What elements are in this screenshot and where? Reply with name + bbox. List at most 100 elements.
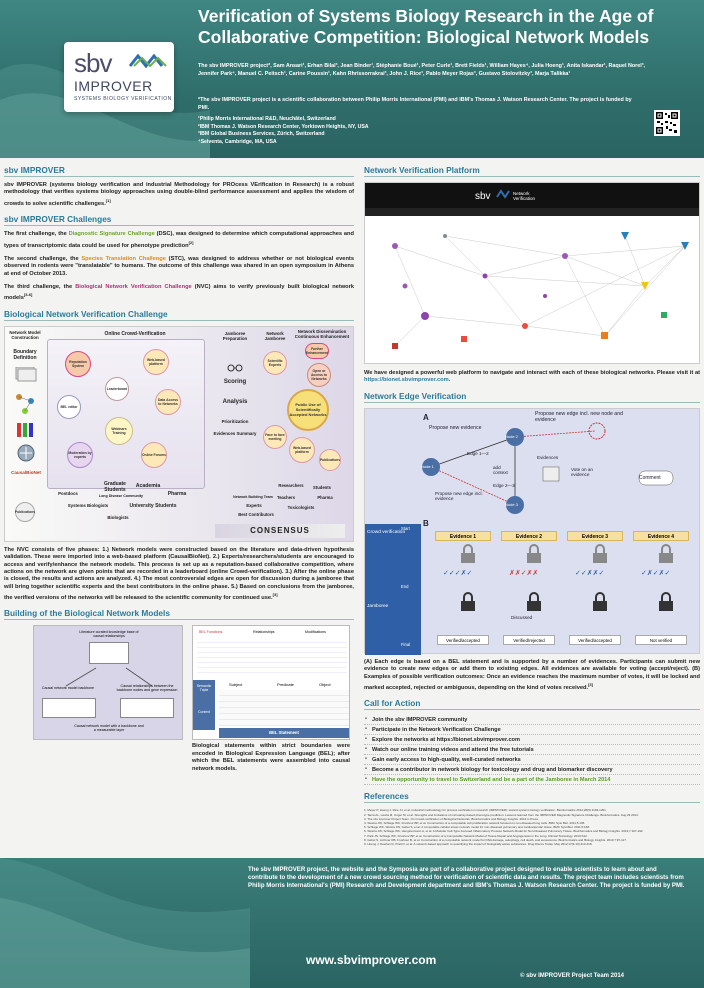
webinars-bubble: Webinars Training: [105, 416, 133, 445]
nvc-link[interactable]: Biological Network Verification Challeng…: [75, 284, 192, 291]
reputation-system-bubble: Reputation System: [65, 350, 91, 377]
building-arrows: [65, 668, 153, 687]
outcome-2: Verified/rejected: [503, 634, 555, 645]
footer: The sbv IMPROVER project, the website an…: [0, 858, 704, 988]
left-column: sbv IMPROVER sbv IMPROVER (systems biolo…: [4, 165, 354, 773]
data-access-bubble: Data Access to Networks: [155, 388, 181, 415]
people-disease-community: Long Disease Community: [98, 493, 144, 498]
outcome-4: Not verified: [635, 634, 687, 645]
context-label: Context: [197, 710, 211, 715]
propose-edge-evidence-label: Propose new edge incl. evidence: [435, 490, 483, 501]
further-enhancement-bubble: Further Enhancement: [305, 342, 329, 359]
publications-bubble-left: Publications: [15, 501, 35, 522]
logo-subtitle: SYSTEMS BIOLOGY VERIFICATION: [74, 96, 172, 102]
consensus-banner: CONSENSUS: [215, 523, 345, 538]
knowledge-base-table: [89, 642, 129, 665]
leaderboard-bubble: Leaderboard: [105, 376, 129, 401]
object-head: Object: [319, 682, 331, 688]
logo-sbv-text: sbv: [74, 48, 112, 78]
svg-text:✗✗✓✗✗: ✗✗✓✗✗: [509, 569, 538, 577]
dsc-link[interactable]: Diagnostic Signature Challenge: [68, 231, 155, 238]
building-section: Literature curated knowledge base of cau…: [4, 625, 354, 773]
sbv-improver-text: sbv IMPROVER (systems biology verificati…: [4, 182, 354, 207]
propose-evidence-label: Propose new evidence: [429, 424, 482, 431]
stc-link[interactable]: Species Translation Challenge: [81, 255, 166, 262]
bel-functions-label: BEL Functions: [199, 630, 223, 635]
evidence-3-tab: Evidence 3: [567, 530, 623, 541]
affiliation: ³IBM Global Business Services, Zürich, S…: [198, 131, 325, 137]
edge-graph-panel-a: [422, 422, 674, 514]
crowd-verification-label: Crowd verification: [367, 529, 406, 535]
people-biologists: Biologists: [107, 514, 129, 520]
end-label: End: [401, 583, 409, 589]
challenge-2-text: The second challenge, the Species Transl…: [4, 255, 354, 277]
platform-url-link[interactable]: https://bionet.sbvimprover.com.: [364, 377, 451, 384]
jamboree-experts: Experts: [246, 502, 262, 508]
footer-url-link[interactable]: www.sbvimprover.com: [306, 953, 437, 967]
outcome-1: Verified/accepted: [437, 634, 489, 645]
relationships-label: Relationships: [253, 630, 275, 635]
network-graph[interactable]: [365, 216, 699, 364]
people-researchers: Researchers: [278, 482, 304, 488]
logo-improver-text: IMPROVER: [74, 78, 153, 94]
bel-functions-list: [197, 638, 347, 677]
combined-model-label: Causal network model with a backbone and…: [74, 724, 144, 733]
people-toxicologists: Toxicologists: [287, 504, 315, 510]
challenge-1-text: The first challenge, the Diagnostic Sign…: [4, 231, 354, 249]
people-graduate-students: Graduate Students: [104, 480, 126, 493]
header: sbv IMPROVER SYSTEMS BIOLOGY VERIFICATIO…: [0, 0, 704, 158]
glasses-icon: [227, 364, 243, 372]
lock-icons: [461, 543, 673, 611]
people-pharma-right: Pharma: [317, 494, 333, 500]
evidence-1-tab: Evidence 1: [435, 530, 491, 541]
backbone-label: Causal network model backbone: [41, 686, 95, 691]
people-postdocs: Postdocs: [58, 490, 78, 496]
phase-network-jamboree: Network Jamboree: [264, 330, 286, 341]
cta-list: Join the sbv IMPROVER community Particip…: [364, 715, 700, 786]
jamboree-label: Jamboree: [367, 603, 389, 609]
web-platform-bubble: Web-based platform: [143, 348, 169, 375]
subject-head: Subject: [229, 682, 243, 688]
cta-heading: Call for Action: [364, 698, 700, 711]
evidence-2-tab: Evidence 2: [501, 530, 557, 541]
dissem-publications-bubble: Publications: [319, 448, 341, 471]
cta-item: Become a contributor in network biology …: [364, 765, 700, 776]
bel-statement-rows: [219, 690, 349, 727]
footer-text: The sbv IMPROVER project, the website an…: [248, 866, 685, 890]
verification-outcomes: ✓✓✓✗✓ ✗✗✓✗✗ ✓✓✗✗✓ ✓✗✓✗✓: [443, 543, 673, 611]
semantic-triple-label: Semantic Triple: [196, 684, 212, 693]
cta-item[interactable]: Explore the networks at https://bionet.s…: [364, 735, 700, 746]
verification-timeline-bar: Crowd verification Start End Jamboree Fi…: [365, 523, 421, 655]
public-use-bubble: Public Use of Scientifically Accepted Ne…: [287, 388, 329, 431]
edge-23-label: Edge 2—3: [493, 482, 515, 488]
outcome-3: Verified/accepted: [569, 634, 621, 645]
network-building-diagram: Literature curated knowledge base of cau…: [33, 625, 183, 741]
references-list: 1. Meyer P, Hoeng J, Rice JJ, et al. Ind…: [364, 808, 700, 846]
modifications-label: Modifications: [305, 630, 326, 635]
edge-caption: (A) Each edge is based on a BEL statemen…: [364, 658, 700, 691]
gene-expression-label: Causal relationships between the backbon…: [116, 684, 178, 693]
logo-wave-icon: [128, 54, 167, 68]
boundary-definition-label: Boundary Definition: [13, 348, 37, 361]
platform-heading: Network Verification Platform: [364, 165, 700, 177]
qr-code-icon[interactable]: [654, 110, 680, 136]
sbv-improver-logo[interactable]: sbv IMPROVER SYSTEMS BIOLOGY VERIFICATIO…: [64, 42, 174, 112]
network-construction-icon: [15, 366, 37, 462]
phase-jamboree-preparation: Jamboree Preparation: [222, 330, 248, 341]
face-to-face-bubble: Face to face meeting: [263, 424, 287, 449]
comment-label[interactable]: Comment: [639, 474, 661, 481]
jamboree-best-contributors: Best Contributors: [238, 511, 274, 517]
affiliation: ²IBM Thomas J. Watson Research Center, Y…: [198, 123, 369, 130]
reference: 9. Hoeng J, Deehan R, Pratt D, et al. A …: [364, 841, 593, 846]
final-label: Final: [401, 641, 411, 647]
authors: The sbv IMPROVER project*, Sam Ansari¹, …: [198, 63, 646, 77]
affiliation: ¹Philip Morris International R&D, Neuchâ…: [198, 116, 336, 122]
platform-nav-bar[interactable]: [365, 208, 699, 216]
knowledge-base-label: Literature curated knowledge base of cau…: [79, 630, 139, 639]
building-caption: Biological statements within strict boun…: [192, 743, 350, 772]
expression-network-image: [120, 698, 174, 719]
